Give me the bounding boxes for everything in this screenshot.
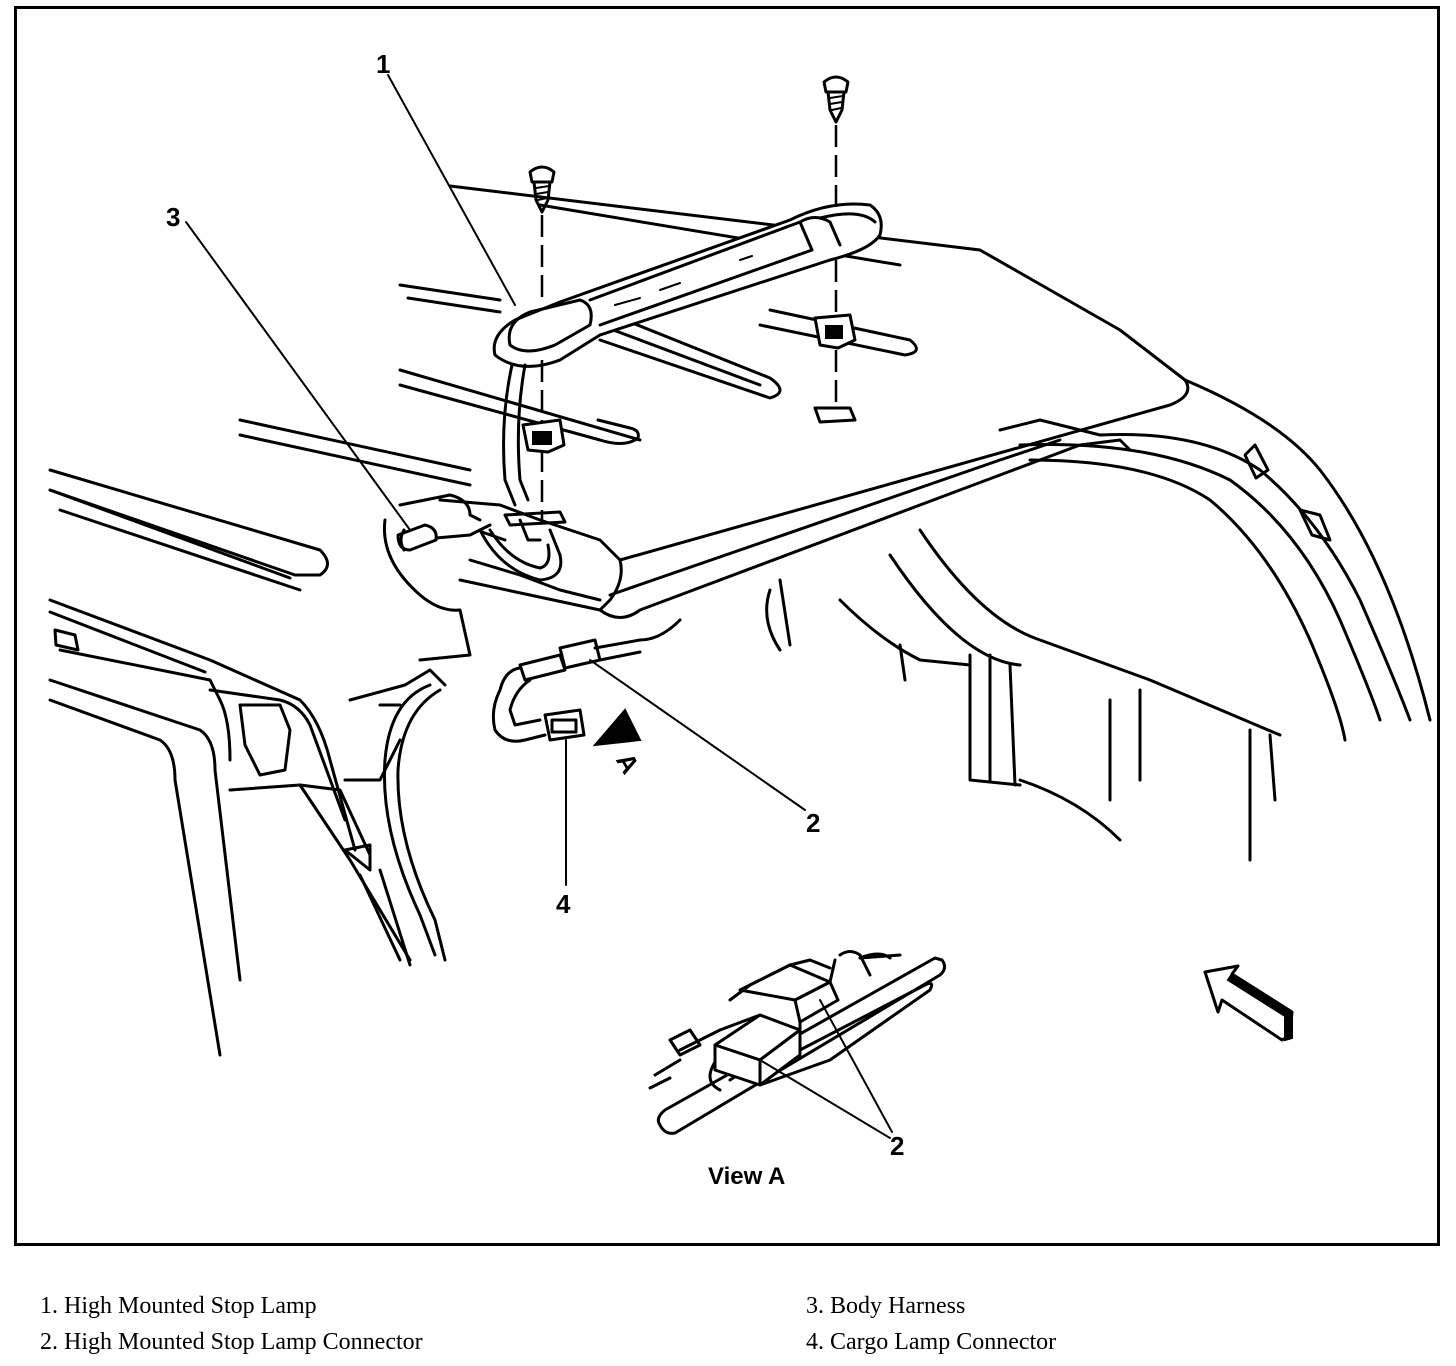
lamp-clip-right: [813, 313, 857, 350]
legend-item-3: 3. Body Harness: [806, 1293, 966, 1319]
stop-lamp-connector: [491, 618, 682, 743]
rear-pillar-and-opening: [765, 378, 1432, 862]
callout-2: 2: [806, 808, 820, 838]
callout-leaders: [185, 74, 806, 886]
callout-1: 1: [376, 49, 390, 79]
forward-view-arrow: [1203, 964, 1294, 1042]
legend-left-column: 1. High Mounted Stop Lamp 2. High Mounte…: [40, 1288, 423, 1360]
lamp-mounting-screw-right: [822, 75, 850, 124]
body-harness: [396, 523, 492, 552]
lamp-mounting-screw-left: [528, 165, 556, 214]
legend-item-2: 2. High Mounted Stop Lamp Connector: [40, 1329, 423, 1355]
view-a-label: View A: [708, 1163, 785, 1190]
callout-2-view-a: 2: [890, 1131, 904, 1161]
lamp-wiring-in-channel: [478, 518, 563, 582]
lamp-clip-left: [521, 418, 566, 454]
roof-mounting-hole-left: [503, 510, 567, 527]
view-a-arrow-letter: A: [610, 748, 645, 779]
high-mounted-stop-lamp: [492, 202, 883, 507]
view-a-direction-arrow: [592, 708, 642, 747]
legend: 1. High Mounted Stop Lamp 2. High Mounte…: [0, 1288, 1456, 1358]
legend-item-4: 4. Cargo Lamp Connector: [806, 1329, 1057, 1355]
legend-right-column: 3. Body Harness 4. Cargo Lamp Connector: [806, 1288, 1056, 1360]
roof-mounting-hole-right: [813, 406, 857, 424]
callout-3: 3: [166, 202, 180, 232]
callout-4: 4: [556, 889, 571, 919]
view-a-inset: [648, 950, 947, 1139]
legend-item-1: 1. High Mounted Stop Lamp: [40, 1293, 317, 1319]
rear-door-frame: [48, 598, 447, 1057]
cargo-lamp-connector: [543, 708, 586, 742]
roof-ribs: [48, 283, 918, 592]
